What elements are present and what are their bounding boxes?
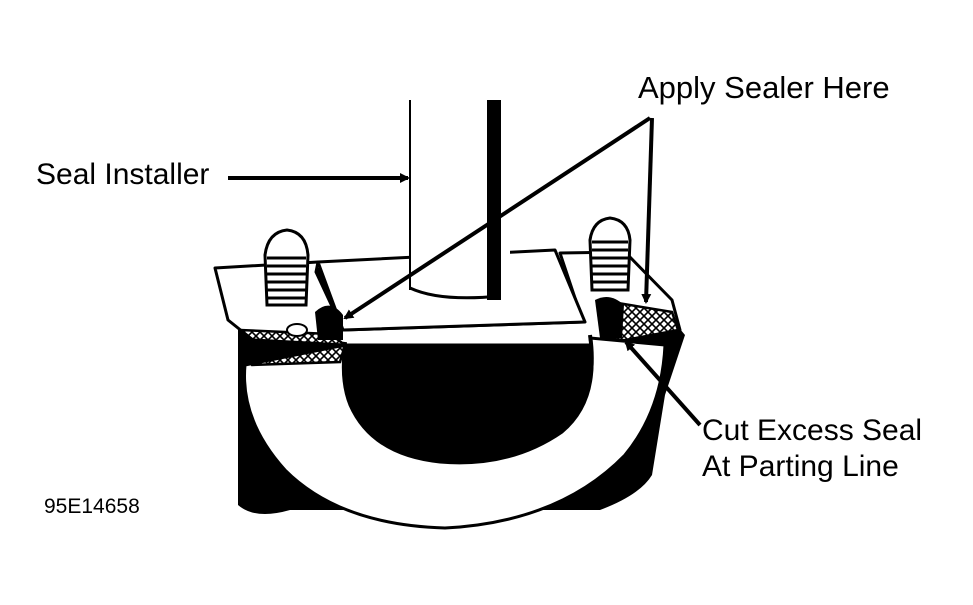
left-seal-end	[315, 305, 343, 340]
seal-installer-tool	[409, 95, 510, 300]
apply-sealer-arrow-left	[343, 116, 652, 320]
right-stud	[588, 216, 632, 292]
seal-installer-label: Seal Installer	[36, 158, 210, 191]
left-stud	[263, 228, 310, 307]
cut-excess-arrow	[624, 340, 702, 427]
cap-front-crescent	[243, 336, 667, 530]
cut-excess-label-line1: Cut Excess Seal	[702, 414, 923, 447]
bore-outline	[342, 334, 594, 465]
bearing-cap	[213, 248, 685, 530]
left-shoulder-notch	[286, 323, 308, 337]
apply-sealer-arrow-right	[641, 117, 654, 304]
right-seal-end	[595, 296, 624, 338]
leader-lines	[228, 116, 702, 427]
apply-sealer-label: Apply Sealer Here	[638, 70, 890, 105]
cut-excess-label-line2: At Parting Line	[702, 450, 899, 483]
figure-id: 95E14658	[44, 495, 140, 518]
